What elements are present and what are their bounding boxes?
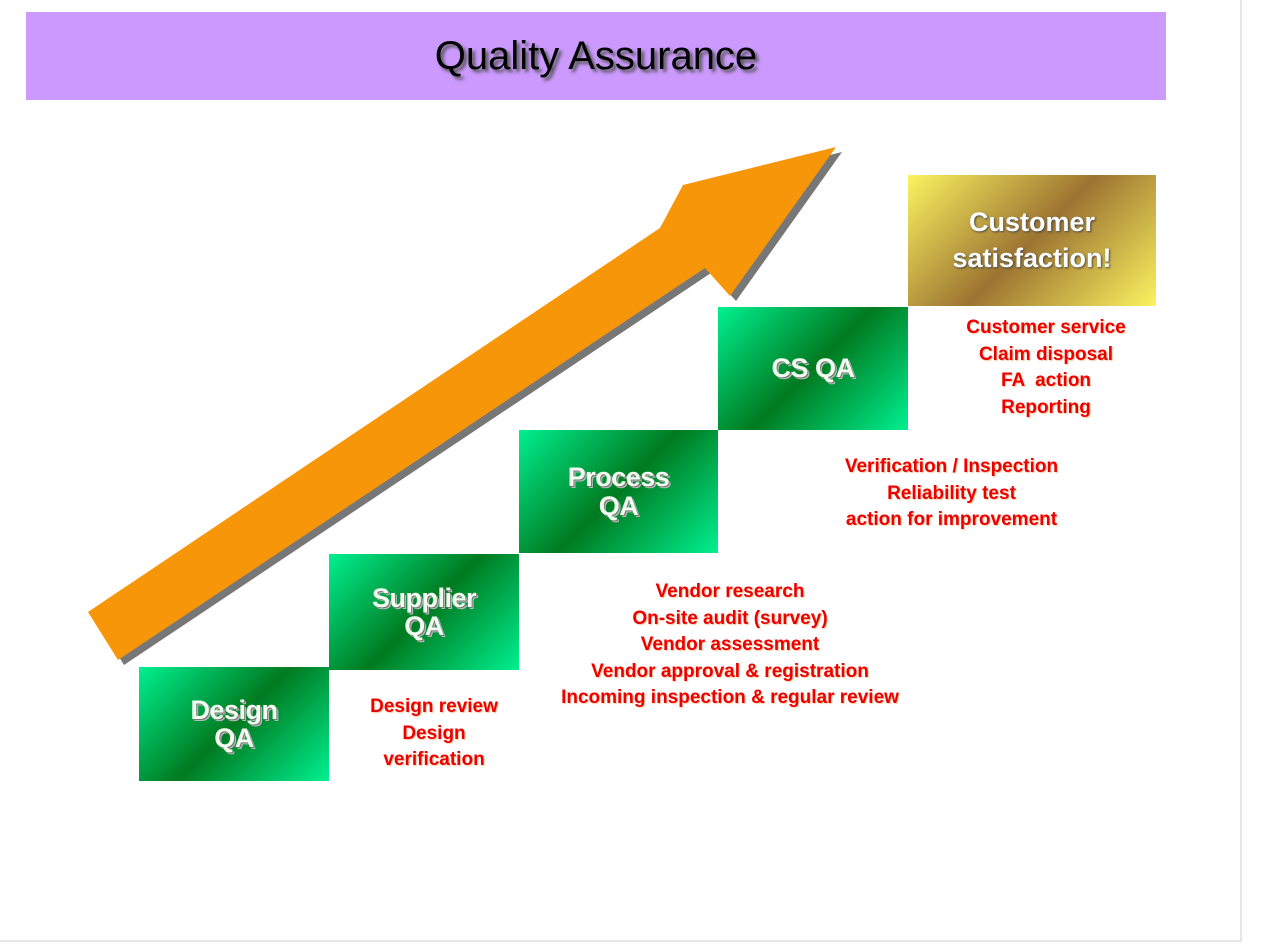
process-qa-notes: Verification / Inspection Reliability te… xyxy=(800,454,1103,534)
supplier-qa-notes: Vendor research On-site audit (survey) V… xyxy=(520,579,940,712)
note-item: Claim disposal xyxy=(978,343,1114,365)
step-label: QA xyxy=(404,611,444,641)
step-label: Process xyxy=(567,462,670,493)
note-item: action for improvement xyxy=(845,509,1058,530)
step-label: QA xyxy=(598,490,639,521)
step-label: Design xyxy=(190,694,278,725)
goal-label: satisfaction! xyxy=(952,242,1112,273)
note-item: Reliability test xyxy=(887,482,1016,504)
step-cs-qa: CS QA xyxy=(718,307,908,430)
step-label: QA xyxy=(214,723,254,753)
step-label: Supplier xyxy=(371,582,477,613)
design-qa-notes: Design review Design verification xyxy=(340,694,528,774)
note-item: On-site audit (survey) xyxy=(632,607,828,629)
goal-customer-satisfaction: Customer satisfaction! xyxy=(908,175,1156,306)
title-banner: Quality Assurance xyxy=(26,12,1166,100)
goal-label: Customer xyxy=(968,207,1095,238)
note-item: Vendor approval & registration xyxy=(591,660,869,682)
note-item: Vendor research xyxy=(655,581,805,602)
bottom-border xyxy=(0,940,1242,942)
note-item: Incoming inspection & regular review xyxy=(561,687,899,708)
cs-qa-notes: Customer service Claim disposal FA actio… xyxy=(940,315,1152,421)
note-item: Reporting xyxy=(1001,396,1091,418)
note-item: Design xyxy=(402,722,466,744)
note-item: verification xyxy=(383,749,485,770)
right-border xyxy=(1240,0,1242,942)
note-item: Verification / Inspection xyxy=(844,456,1059,477)
note-item: Vendor assessment xyxy=(640,634,820,655)
step-label: CS QA xyxy=(771,353,855,384)
page-title: Quality Assurance xyxy=(434,33,758,78)
note-item: Customer service xyxy=(966,317,1126,338)
arrow-body xyxy=(88,147,836,660)
note-item: Design review xyxy=(370,696,498,717)
note-item: FA action xyxy=(1000,370,1092,391)
